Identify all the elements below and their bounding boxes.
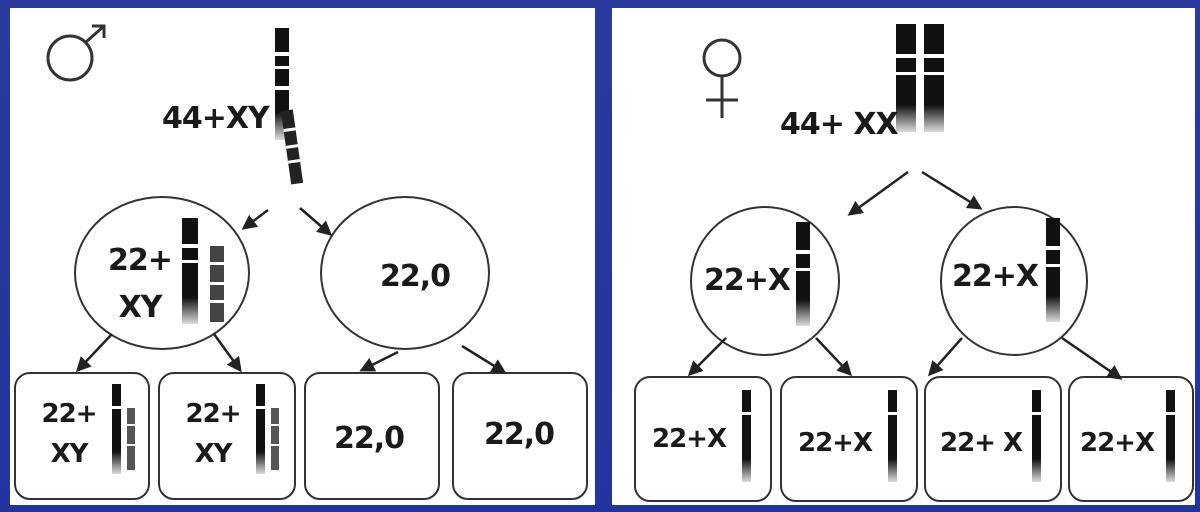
male-gamete-4-label: 22,0	[484, 417, 555, 452]
female-cell-1	[690, 206, 840, 356]
male-gamete-1-line2: XY	[50, 439, 89, 470]
male-parent-chromosome-y	[280, 109, 304, 185]
female-gamete-4-label: 22+X	[1080, 428, 1155, 458]
female-gamete-2-label: 22+X	[798, 428, 873, 458]
male-gamete-3	[304, 372, 440, 500]
female-cell-2	[940, 206, 1088, 356]
female-cell-2-label: 22+X	[952, 259, 1039, 294]
female-gamete-3-label: 22+ X	[940, 428, 1023, 458]
male-cell-chromosomes	[182, 218, 224, 324]
male-gamete-4	[452, 372, 588, 500]
male-symbol-icon	[46, 24, 106, 82]
male-gamete-2-label: 22+ XY	[178, 394, 248, 475]
female-cell-chromosomes	[796, 218, 1060, 326]
male-cell-xy-line2: XY	[118, 289, 163, 325]
female-symbol-icon	[702, 38, 742, 118]
female-cell-1-label: 22+X	[704, 263, 791, 298]
male-cell-xy-label: 22+ XY	[100, 238, 180, 331]
female-gamete-1-label: 22+X	[652, 424, 727, 454]
male-gamete-2-line2: XY	[194, 439, 233, 470]
female-gamete-chromosomes	[742, 390, 1175, 482]
male-gamete-chromosomes	[112, 384, 279, 474]
male-gamete-3-label: 22,0	[334, 421, 405, 456]
male-parent-label: 44+XY	[162, 101, 270, 136]
male-cell-null-label: 22,0	[380, 259, 451, 294]
male-cell-xy-line1: 22+	[108, 243, 173, 278]
male-cell-null	[320, 196, 490, 350]
male-gamete-1-label: 22+ XY	[34, 394, 104, 475]
female-parent-chromosomes	[896, 24, 944, 132]
female-parent-label: 44+ XX	[780, 107, 899, 142]
male-gamete-2-line1: 22+	[185, 399, 242, 429]
male-gamete-1-line1: 22+	[41, 399, 98, 429]
